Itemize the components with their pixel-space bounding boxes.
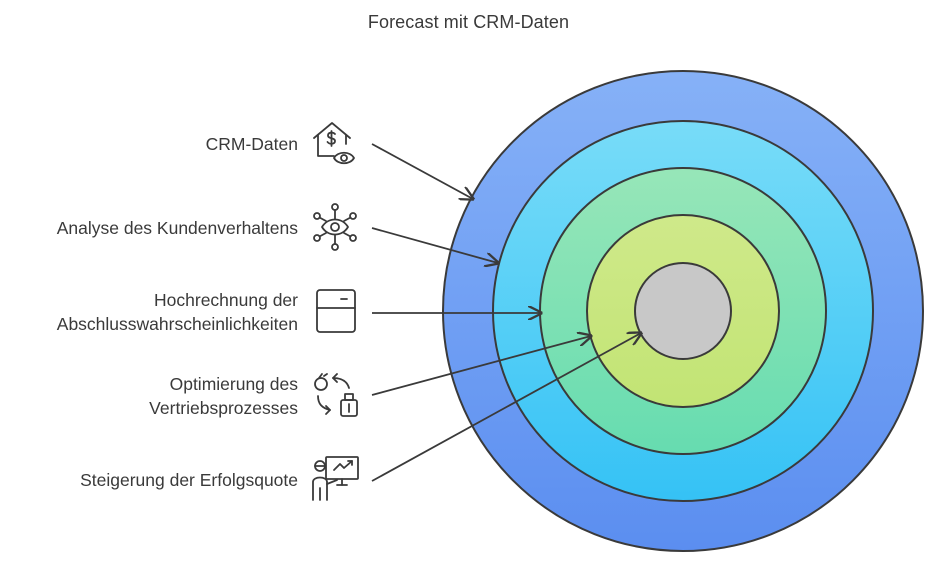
arrow-crm-daten [371, 143, 473, 199]
label-line: Abschlusswahrscheinlichkeiten [56, 314, 298, 334]
label-line: Vertriebsprozesses [149, 398, 298, 418]
label-crm-daten: CRM-Daten [205, 134, 298, 154]
label-vertriebsprozesse: Optimierung des Vertriebsprozesses [149, 372, 298, 420]
label-kundenverhalten: Analyse des Kundenverhaltens [56, 218, 298, 238]
core-erfolgsquote [634, 262, 732, 360]
arrow-kundenverhalten [371, 227, 498, 263]
presenter-chart-icon [310, 454, 360, 504]
calendar-card-icon [312, 286, 362, 336]
cycle-process-icon [310, 370, 360, 420]
arrow-vertriebsprozesse [371, 336, 591, 396]
house-dollar-eye-icon [310, 118, 360, 168]
label-abschlusswahrscheinlichkeiten: Hochrechnung der Abschlusswahrscheinlich… [57, 288, 298, 336]
label-line: Optimierung des [169, 374, 298, 394]
network-eye-icon [310, 202, 360, 252]
label-line: Hochrechnung der [154, 290, 298, 310]
label-erfolgsquote: Steigerung der Erfolgsquote [80, 470, 298, 490]
diagram-title: Forecast mit CRM-Daten [367, 12, 570, 32]
arrow-erfolgsquote [371, 333, 641, 482]
